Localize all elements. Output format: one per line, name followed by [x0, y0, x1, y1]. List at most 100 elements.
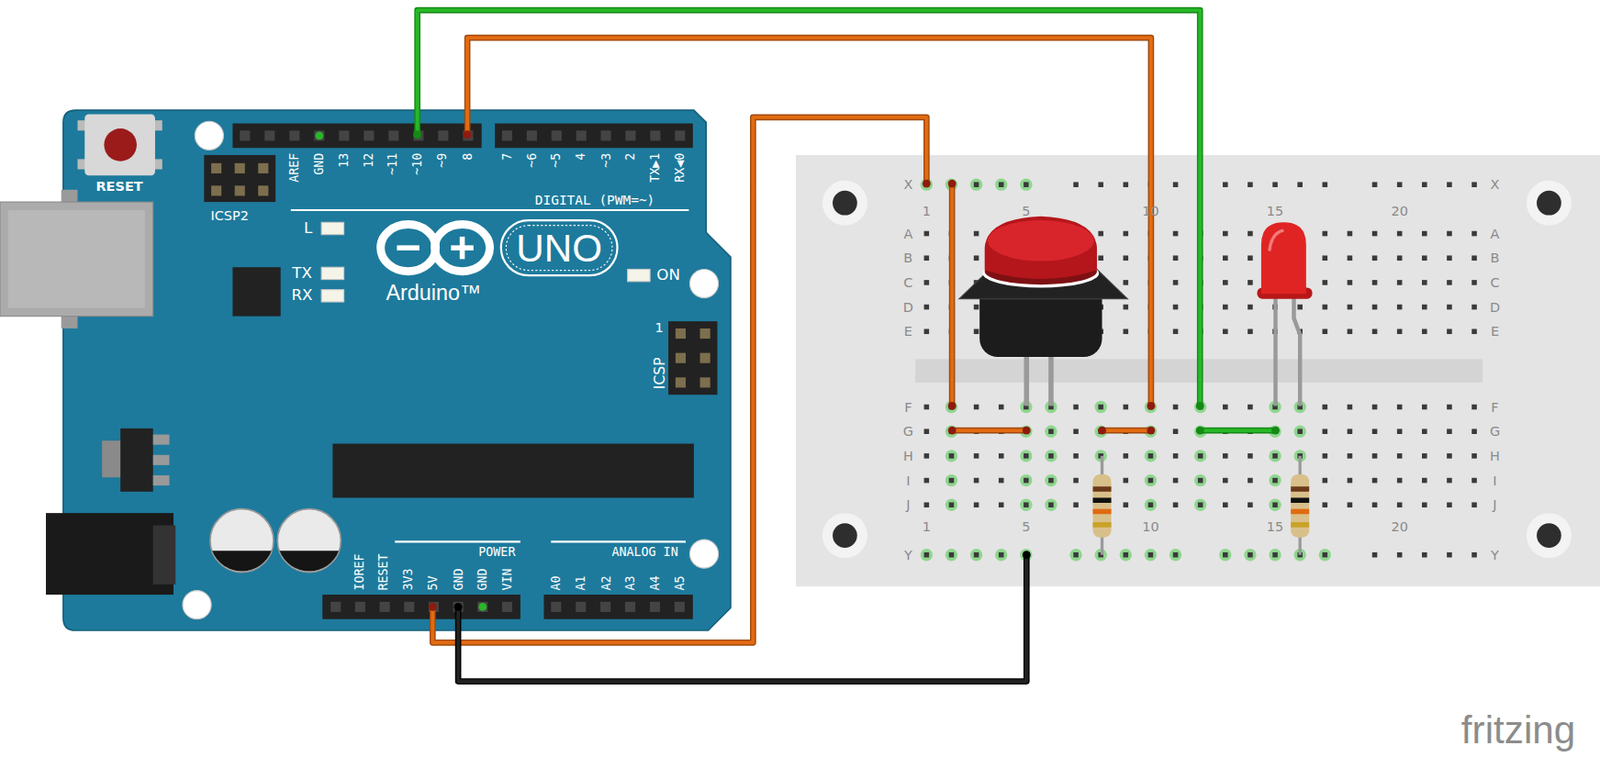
- breadboard-hole: [924, 328, 930, 335]
- header-pin: [211, 163, 222, 174]
- arduino-logo: [380, 224, 437, 272]
- mounting-hole: [1536, 523, 1562, 549]
- chip: [332, 444, 694, 499]
- mounting-hole: [689, 268, 718, 298]
- breadboard-hole: [924, 552, 930, 559]
- breadboard-hole: [1173, 502, 1179, 508]
- silkscreen-line: [550, 540, 686, 543]
- jumper-wire: [1097, 426, 1155, 436]
- breadboard-hole: [1044, 449, 1057, 462]
- breadboard-hole: [1194, 499, 1207, 512]
- breadboard-hole: [1397, 181, 1403, 188]
- breadboard-hole: [1173, 304, 1179, 311]
- breadboard-hole: [998, 453, 1005, 459]
- arduino-board: [0, 110, 731, 631]
- breadboard-hole: [1123, 453, 1130, 459]
- header-pin: [453, 602, 464, 613]
- breadboard-hole: [1097, 181, 1104, 188]
- breadboard-hole: [1372, 304, 1378, 311]
- breadboard-hole: [1173, 404, 1179, 411]
- breadboard-hole: [998, 181, 1005, 188]
- row-letter: C: [903, 276, 913, 290]
- breadboard-hole: [1247, 502, 1254, 508]
- breadboard-hole: [970, 548, 983, 561]
- wire-end: [1097, 426, 1107, 436]
- breadboard-hole: [973, 552, 980, 559]
- header-pin: [289, 130, 300, 141]
- led-body: [1261, 222, 1307, 294]
- breadboard-hole: [1268, 548, 1281, 561]
- header-pin: [330, 602, 341, 613]
- usb-connector: [0, 201, 154, 317]
- row-letter: F: [904, 400, 912, 414]
- wire-end: [428, 603, 437, 612]
- breadboard-hole: [1446, 552, 1453, 559]
- breadboard-hole: [924, 478, 930, 484]
- breadboard-hole: [1197, 502, 1204, 508]
- usb-connector: [8, 210, 146, 309]
- breadboard-hole: [1123, 502, 1130, 508]
- mounting-hole: [194, 121, 224, 150]
- breadboard-hole: [1173, 231, 1179, 237]
- pin-header: [494, 123, 694, 149]
- row-letter: J: [906, 498, 910, 512]
- arduino-logo: [396, 245, 419, 251]
- capacitor: [210, 509, 274, 573]
- watermark: fritzing: [1461, 711, 1576, 750]
- breadboard-hole: [1347, 231, 1354, 237]
- breadboard-hole: [1044, 499, 1057, 512]
- breadboard-hole: [1372, 328, 1378, 335]
- jumper-wire: [1102, 427, 1152, 435]
- header-pin: [380, 602, 391, 613]
- pin-name: A4: [648, 576, 661, 592]
- breadboard-hole: [1421, 181, 1428, 188]
- jumper-wire: [458, 555, 1027, 683]
- breadboard-hole: [1372, 404, 1378, 411]
- breadboard-hole: [1297, 181, 1303, 188]
- breadboard-hole: [1194, 449, 1207, 462]
- breadboard-hole: [1123, 404, 1130, 411]
- breadboard-hole: [1144, 449, 1157, 462]
- breadboard-hole: [973, 181, 980, 188]
- header-pin: [239, 130, 250, 141]
- header-pin: [649, 602, 661, 613]
- pin-name: 8: [460, 153, 473, 161]
- breadboard-hole: [973, 328, 980, 335]
- pin-highlight: [478, 603, 487, 612]
- header-pin: [601, 130, 612, 141]
- mounting-hole: [832, 523, 858, 549]
- breadboard-hole: [1169, 548, 1182, 561]
- breadboard-hole: [1446, 181, 1453, 188]
- resistor-band: [1093, 486, 1112, 493]
- wire-end: [1146, 402, 1155, 411]
- header-label: DIGITAL (PWM=~): [535, 193, 656, 207]
- silkscreen-line: [394, 540, 521, 543]
- breadboard-hole: [1347, 453, 1354, 459]
- header-pin: [625, 130, 636, 141]
- breadboard-hole: [1446, 453, 1453, 459]
- breadboard-hole: [1446, 231, 1453, 237]
- row-letter: I: [906, 473, 910, 487]
- breadboard-hole: [1297, 428, 1303, 435]
- breadboard-hole: [1421, 428, 1428, 435]
- breadboard-hole: [1397, 428, 1403, 435]
- row-letter: A: [903, 226, 913, 240]
- breadboard-hole: [1322, 181, 1329, 188]
- row-letter: G: [1489, 425, 1500, 438]
- breadboard-hole: [949, 453, 955, 459]
- breadboard-hole: [920, 548, 933, 561]
- breadboard-hole: [1023, 181, 1030, 188]
- breadboard-hole: [945, 548, 958, 561]
- jumper-wire: [458, 555, 1027, 683]
- breadboard-hole: [1397, 279, 1403, 286]
- resistor-band: [1290, 486, 1310, 493]
- breadboard-hole: [945, 474, 958, 487]
- breadboard-hole: [1173, 453, 1179, 459]
- mounting-hole: [1526, 513, 1572, 559]
- header-pin: [264, 130, 275, 141]
- pin-header: [543, 594, 693, 620]
- header-pin: [363, 130, 374, 141]
- breadboard-hole: [1247, 552, 1254, 559]
